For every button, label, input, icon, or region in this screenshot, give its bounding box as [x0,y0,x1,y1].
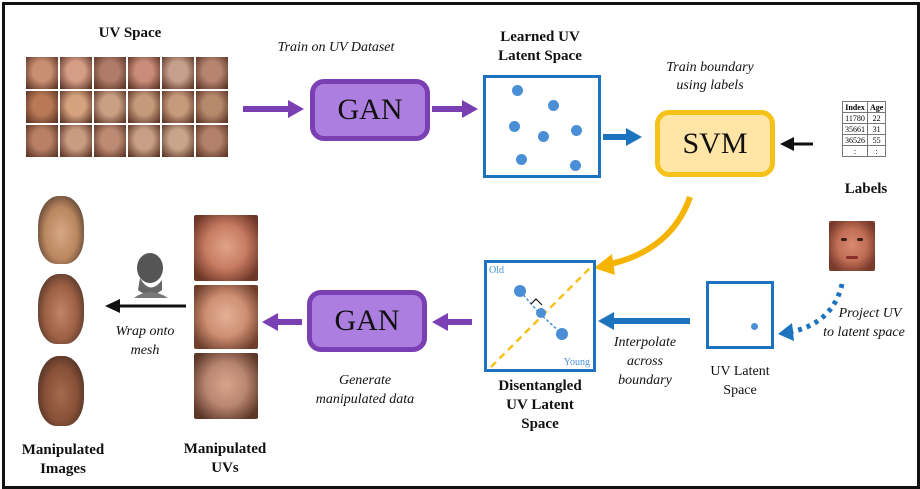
uv-latent-line1: UV Latent [710,364,770,379]
labels-caption: Labels [844,181,888,197]
table-row: :: [842,145,887,157]
uv-space-title: UV Space [98,25,162,41]
table-cell: 36526 [842,134,868,146]
arrow-uv-to-gan [243,100,304,118]
interpolate-line1: Interpolate [613,335,677,350]
interpolate-line2: across [626,354,664,369]
arrow-svm-to-disentangled [594,195,693,275]
old-label: Old [489,265,504,276]
manipulated-uvs-line1: Manipulated [183,441,267,457]
learned-latent-title-line1: Learned UV [500,29,580,45]
latent-point [512,85,523,96]
arrow-disentangled-to-gan [432,313,472,331]
uv-thumbnail [196,125,228,157]
mesh-head-icon [134,253,168,298]
disentangled-line2: UV Latent [506,397,574,413]
gan-block-top: GAN [310,79,430,141]
latent-point [751,323,758,330]
input-face-uv-image [829,221,875,271]
manipulated-images-line2: Images [40,461,86,477]
svm-block: SVM [655,110,775,177]
uv-thumbnail [94,57,126,89]
young-label: Young [563,357,590,368]
decision-boundary-graphic [490,266,592,368]
table-cell: 31 [866,123,887,135]
train-boundary-line1: Train boundary [666,60,754,75]
labels-header-index: Index [842,101,868,113]
uv-latent-line2: Space [723,383,757,398]
manipulated-image-2 [38,274,84,344]
project-uv-line1: Project UV [838,306,902,321]
manipulated-images-line1: Manipulated [21,442,105,458]
wrap-line1: Wrap onto [115,324,175,339]
uv-dataset-grid [26,57,232,159]
train-boundary-line2: using labels [676,78,744,93]
uv-thumbnail [162,57,194,89]
arrow-wrap-onto-mesh [105,299,186,313]
face-mouth [846,256,858,259]
wrap-line2: mesh [130,343,160,358]
table-cell: : [866,145,887,157]
uv-thumbnail [196,57,228,89]
interpolate-line3: boundary [618,373,672,388]
uv-thumbnail [26,125,58,157]
uv-thumbnail [128,125,160,157]
learned-latent-box [483,75,601,178]
latent-point [571,125,582,136]
uv-thumbnail [196,91,228,123]
table-cell: 55 [866,134,887,146]
table-cell: 35661 [842,123,868,135]
manipulated-uv-2 [194,285,258,349]
arrow-gan-to-latent [432,100,478,118]
uv-thumbnail [60,125,92,157]
labels-header-age: Age [866,101,887,113]
latent-point [538,131,549,142]
manipulated-uvs-line2: UVs [211,460,239,476]
uv-thumbnail [128,91,160,123]
learned-latent-title-line2: Latent Space [498,48,582,64]
latent-point [548,100,559,111]
uv-thumbnail [162,125,194,157]
arrow-gan-to-uvs [262,313,302,331]
uv-thumbnail [94,125,126,157]
uv-thumbnail [60,57,92,89]
disentangled-line1: Disentangled [498,378,582,394]
generate-line1: Generate [338,373,392,388]
manipulated-uv-1 [194,215,258,281]
disentangled-latent-box: Old Young [484,260,596,372]
latent-point [509,121,520,132]
project-uv-line2: to latent space [823,325,905,340]
arrow-latent-to-svm [603,128,642,146]
latent-point [570,160,581,171]
uv-thumbnail [60,91,92,123]
table-cell: 11780 [842,112,868,124]
train-on-uv-dataset-label: Train on UV Dataset [277,40,395,55]
disentangled-line3: Space [521,416,559,432]
arrow-labels-to-svm [780,137,813,151]
manipulated-uv-3 [194,353,258,419]
face-eye [857,238,863,241]
arrow-project-uv [778,283,845,341]
uv-thumbnail [162,91,194,123]
gan-block-bottom: GAN [307,290,427,352]
manipulated-image-1 [38,196,84,264]
manipulated-image-3 [38,356,84,426]
uv-thumbnail [26,91,58,123]
table-cell: : [842,145,868,157]
generate-line2: manipulated data [315,392,415,407]
uv-thumbnail [94,91,126,123]
uv-thumbnail [128,57,160,89]
latent-point [516,154,527,165]
face-eye [841,238,847,241]
uv-latent-box [706,281,774,349]
table-cell: 22 [866,112,887,124]
uv-thumbnail [26,57,58,89]
arrow-interpolate [598,312,690,330]
